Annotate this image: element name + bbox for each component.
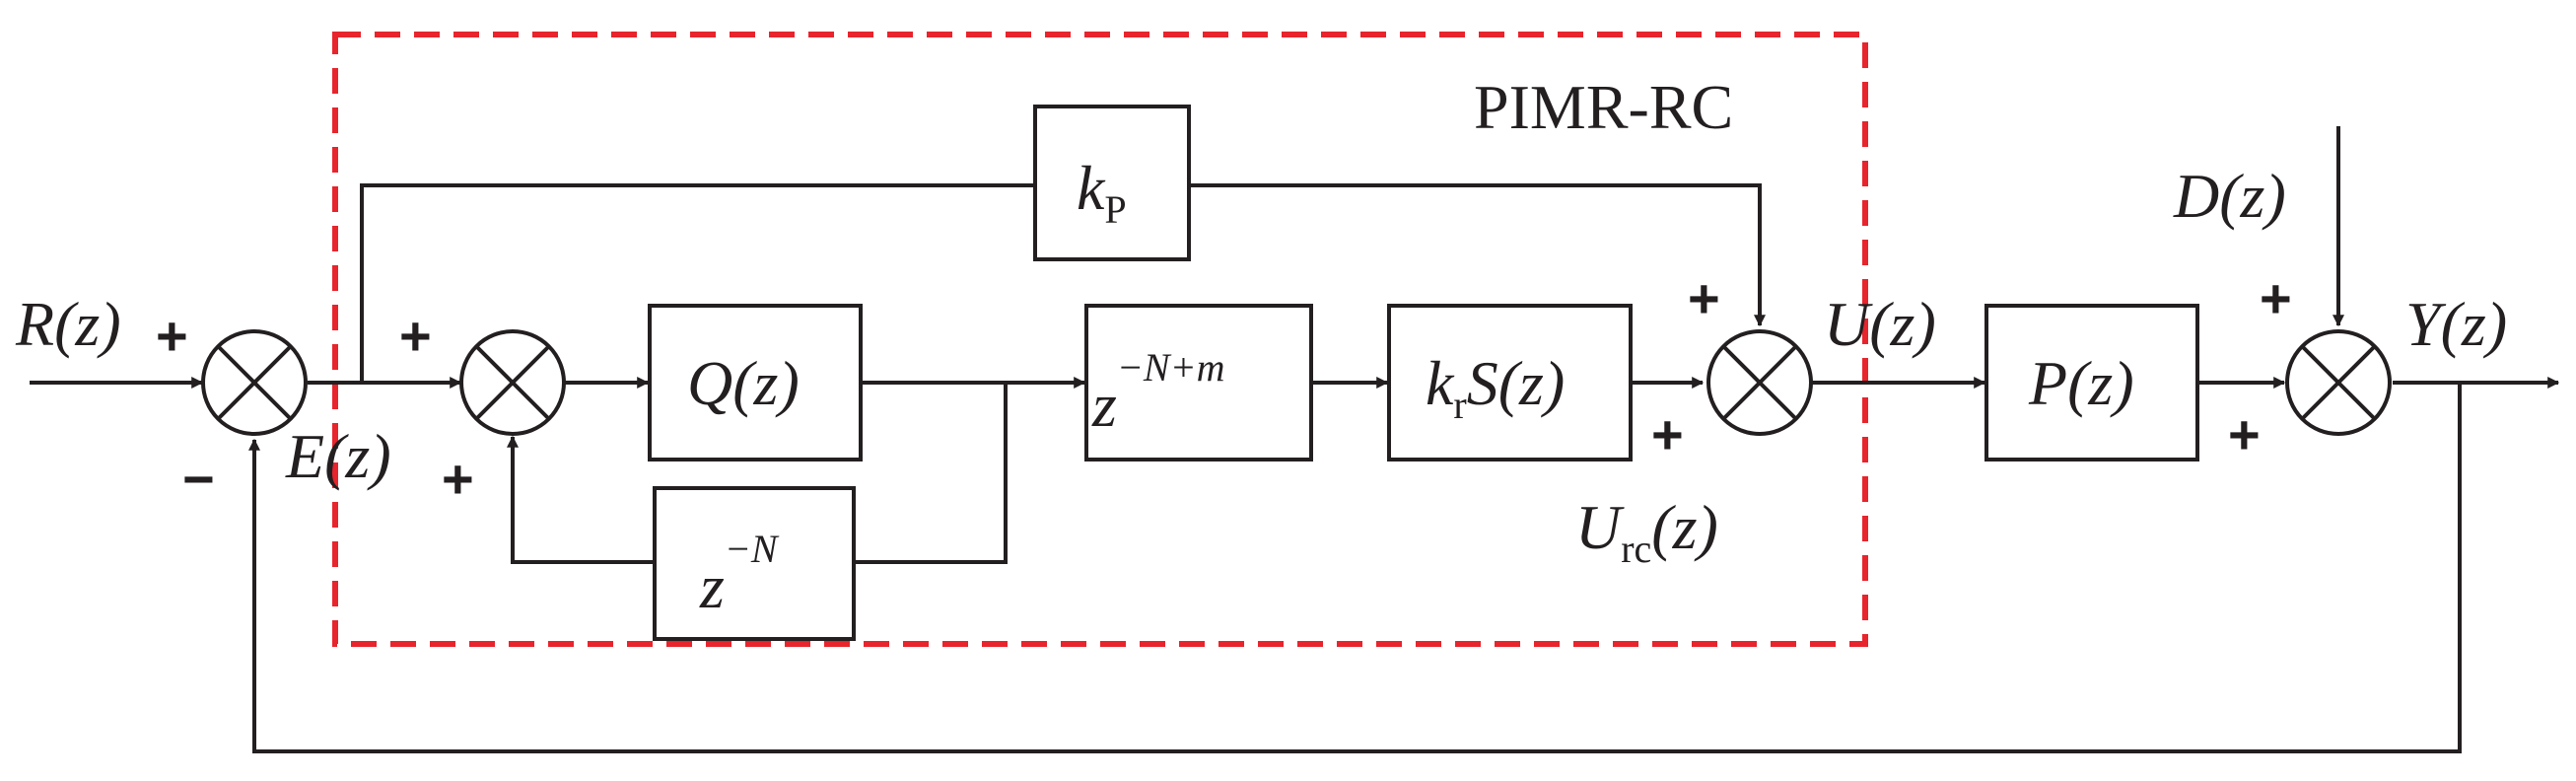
delay-forward-sup: −N+m: [1117, 345, 1225, 390]
block-delay-back: z−N: [653, 486, 856, 641]
kp-sub: P: [1104, 187, 1126, 232]
block-plant: P(z): [1984, 304, 2199, 462]
sign-sum3-kp: +: [1688, 267, 1720, 329]
sign-sum4-disturbance: +: [2260, 267, 2292, 329]
svg-text:krS(z): krS(z): [1426, 348, 1565, 427]
delay-back-base: z: [699, 551, 725, 621]
svg-text:kP: kP: [1077, 153, 1127, 232]
svg-text:z−N: z−N: [699, 527, 780, 621]
kp-base: k: [1077, 153, 1106, 223]
block-kp: kP: [1033, 105, 1191, 261]
wire-kp-to-sum3: [1189, 183, 1766, 327]
q-label: Q(z): [687, 348, 800, 418]
sign-sum1-feedback: −: [182, 448, 215, 510]
krs-sub: r: [1453, 383, 1466, 427]
wire-error-to-kp: [360, 183, 1035, 383]
sign-sum2-input: +: [399, 305, 432, 367]
signal-control: U(z): [1824, 289, 1936, 359]
sign-sum1-input: +: [156, 305, 188, 367]
wire-delay-back-to-sum2: [507, 435, 654, 564]
plant-label: P(z): [2028, 348, 2134, 418]
krs-base: k: [1426, 348, 1455, 418]
block-q: Q(z): [648, 304, 863, 462]
delay-back-sup: −N: [725, 527, 780, 571]
wire-q-to-delay-back: [854, 383, 1008, 564]
sign-sum4-plant: +: [2228, 403, 2261, 465]
signal-disturbance: D(z): [2173, 161, 2286, 231]
pimr-rc-region: [332, 32, 1868, 647]
sign-sum3-rc: +: [1651, 403, 1684, 465]
signal-output: Y(z): [2405, 289, 2507, 359]
sum-junction-3: [1706, 329, 1813, 436]
block-krs: krS(z): [1387, 304, 1633, 462]
pimr-rc-label: PIMR-RC: [1474, 72, 1733, 142]
signal-rc-output: Urc(z): [1575, 492, 1718, 571]
delay-forward-base: z: [1091, 370, 1117, 440]
svg-text:z−N+m: z−N+m: [1091, 345, 1224, 440]
sum-junction-1: [201, 329, 308, 436]
wire-feedback: [248, 383, 2462, 753]
signal-reference: R(z): [15, 289, 121, 359]
block-delay-forward: z−N+m: [1084, 304, 1313, 462]
krs-tail: S(z): [1467, 348, 1566, 418]
signal-error: E(z): [285, 421, 391, 491]
sign-sum2-feedback: +: [442, 448, 474, 510]
sum-junction-4: [2285, 329, 2392, 436]
sum-junction-2: [459, 329, 566, 436]
